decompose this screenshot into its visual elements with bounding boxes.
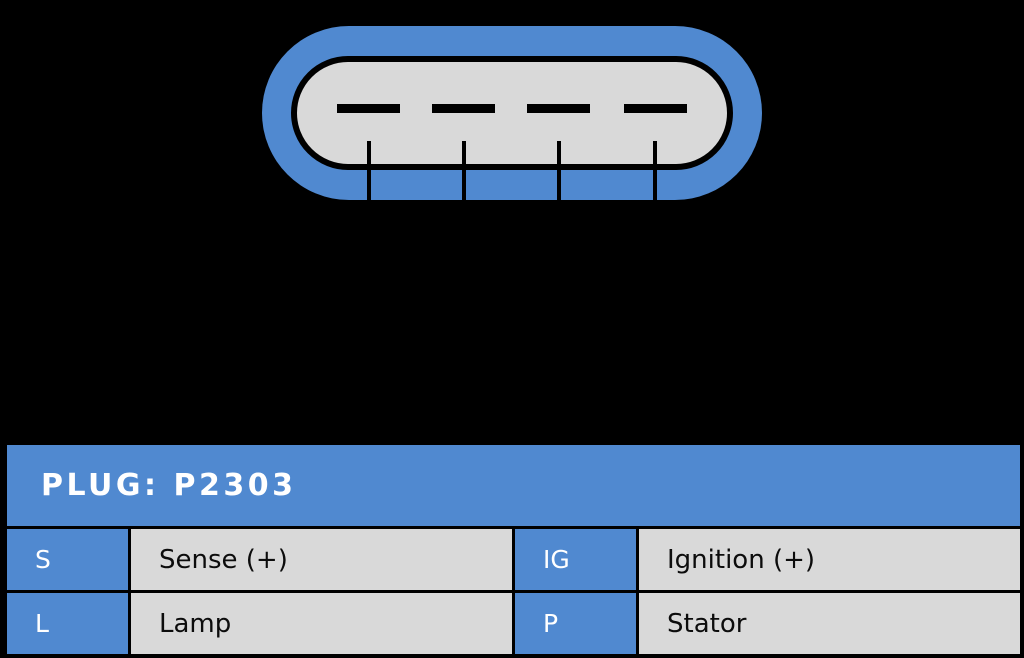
pin-slot-3 (527, 104, 590, 113)
table-row: L Lamp P Stator (4, 590, 1024, 657)
pin-desc-lamp: Lamp (128, 590, 515, 657)
pin-desc-stator: Stator (635, 590, 1024, 657)
pin-code-p: P (512, 590, 639, 657)
pin-code-l: L (4, 590, 131, 657)
connector-illustration-svg (262, 26, 762, 201)
pinout-table: PLUG: P2303 S Sense (+) IG Ignition (+) … (3, 442, 1024, 657)
pin-code-ig: IG (512, 526, 639, 593)
pin-desc-ignition: Ignition (+) (635, 526, 1024, 593)
connector-inner-body (291, 56, 733, 170)
pin-slot-2 (432, 104, 495, 113)
pin-slot-4 (624, 104, 687, 113)
pin-desc-sense: Sense (+) (128, 526, 515, 593)
connector-diagram (262, 26, 762, 201)
table-header-row: PLUG: P2303 (3, 442, 1024, 529)
plug-header-label: PLUG: P2303 (3, 442, 1024, 529)
table-row: S Sense (+) IG Ignition (+) (4, 526, 1024, 593)
pin-code-s: S (4, 526, 131, 593)
pin-slot-1 (337, 104, 400, 113)
